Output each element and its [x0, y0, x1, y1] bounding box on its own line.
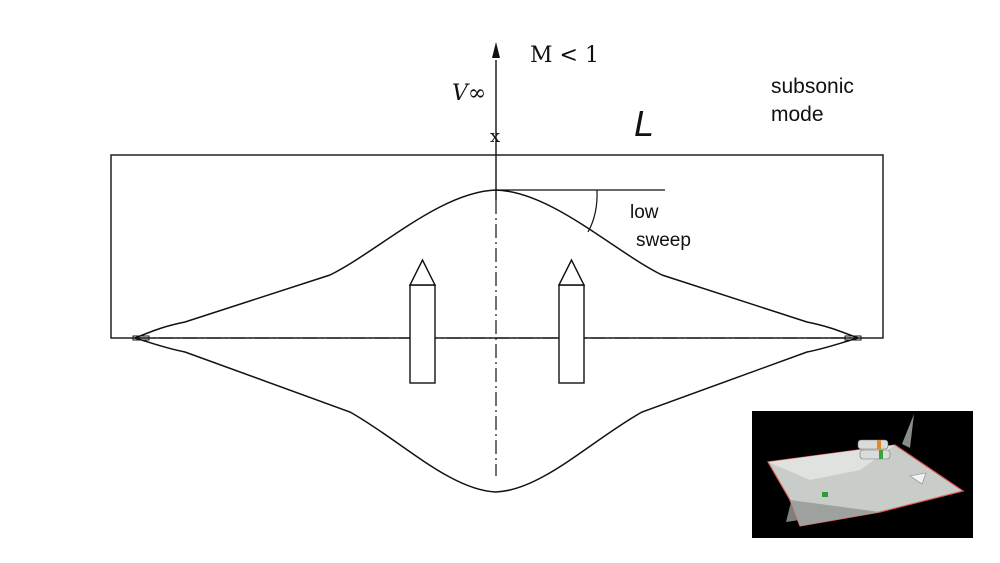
aircraft-wing-shade	[790, 500, 880, 526]
velocity-arrow-head	[492, 42, 500, 58]
right-engine-nacelle	[557, 258, 586, 384]
sweep-label-line1: low	[630, 202, 659, 223]
rear-fin-top	[902, 414, 914, 448]
aircraft-cockpit	[909, 472, 927, 485]
sweep-label-line2: sweep	[636, 230, 691, 251]
mode-label-line2: mode	[771, 103, 824, 126]
planform-bounding-box	[110, 154, 884, 339]
span-length-label: L	[634, 103, 654, 144]
right-wingtip	[844, 335, 862, 341]
left-engine-nacelle	[408, 258, 437, 384]
aircraft-marking	[822, 492, 828, 497]
mode-label-line1: subsonic	[771, 75, 854, 98]
wing-trailing-edge	[134, 337, 859, 493]
mach-label: M < 1	[530, 43, 599, 68]
axis-label: x	[490, 126, 500, 147]
aircraft-render-inset	[752, 411, 973, 538]
left-wingtip	[132, 335, 150, 341]
aircraft-engine-pods	[857, 439, 891, 460]
velocity-label: V∞	[452, 81, 486, 106]
sweep-angle-arc	[587, 189, 598, 233]
